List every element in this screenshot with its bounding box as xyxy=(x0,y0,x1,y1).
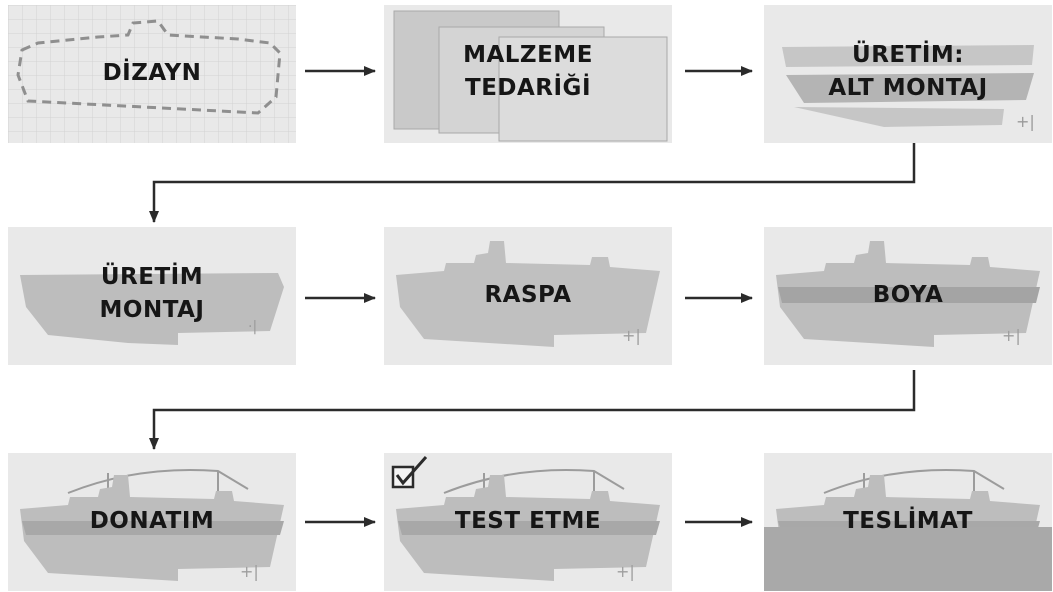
hull-sections-icon: +| xyxy=(782,45,1035,131)
svg-text:+|: +| xyxy=(240,562,259,581)
ship-painting-icon: +| xyxy=(776,241,1040,347)
step-label: ÜRETİM MONTAJ xyxy=(99,264,205,323)
svg-text:·|: ·| xyxy=(248,319,257,335)
checkbox-checked-icon xyxy=(391,456,428,489)
material-sheets-icon xyxy=(393,10,668,142)
step-tile-alt-montaj: +| ÜRETİM: ALT MONTAJ xyxy=(764,5,1052,143)
step-label: DONATIM xyxy=(89,508,215,534)
step-label: DİZAYN xyxy=(102,60,202,86)
step-tile-malzeme: MALZEME TEDARİĞİ xyxy=(384,5,672,143)
svg-text:+|: +| xyxy=(1016,112,1035,131)
step-tile-donatim: +| DONATIM xyxy=(8,453,296,591)
ship-delivery-icon xyxy=(764,468,1052,591)
water xyxy=(764,527,1052,591)
step-label: TEST ETME xyxy=(454,508,602,534)
step-tile-boya: +| BOYA xyxy=(764,227,1052,365)
ship-hull-icon: ·| xyxy=(20,273,284,345)
step-tile-raspa: +| RASPA xyxy=(384,227,672,365)
step-tile-dizayn: DİZAYN xyxy=(8,5,296,143)
svg-text:+|: +| xyxy=(622,326,641,345)
ship-outfitting-icon: +| xyxy=(20,468,284,581)
step-label: BOYA xyxy=(872,282,944,308)
ship-testing-icon: +| xyxy=(396,468,660,581)
ship-blasting-icon: +| xyxy=(396,241,660,347)
step-tile-teslimat: TESLİMAT xyxy=(764,453,1052,591)
step-label: RASPA xyxy=(484,282,572,308)
arrow-altmontaj-to-montaj xyxy=(149,143,916,223)
step-tile-test: +| TEST ETME xyxy=(384,453,672,591)
step-tile-montaj: ·| ÜRETİM MONTAJ xyxy=(8,227,296,365)
step-label: TESLİMAT xyxy=(843,508,973,534)
svg-text:+|: +| xyxy=(1002,326,1021,345)
step-label: ÜRETİM: ALT MONTAJ xyxy=(828,42,988,101)
design-grid-outline-icon xyxy=(8,5,296,143)
step-label: MALZEME TEDARİĞİ xyxy=(463,42,593,101)
arrow-boya-to-donatim xyxy=(149,370,916,450)
svg-text:+|: +| xyxy=(616,562,635,581)
